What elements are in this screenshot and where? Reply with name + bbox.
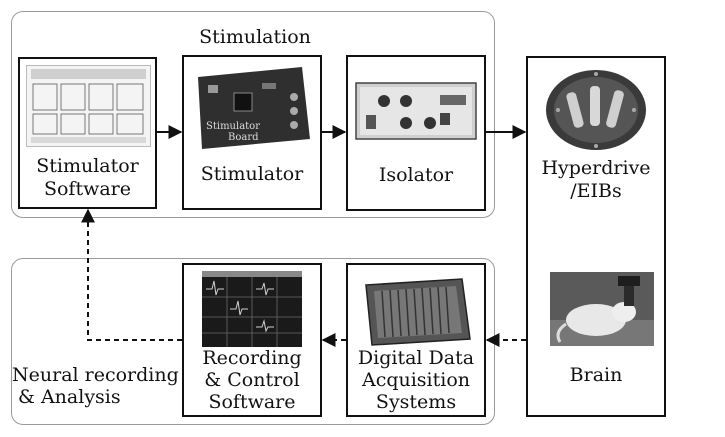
daq-node: Digital Data Acquisition Systems bbox=[346, 263, 486, 417]
recording-software-screenshot bbox=[202, 271, 302, 347]
stimulator-software-node: Stimulator Software bbox=[18, 57, 157, 209]
recording-group-title-line1: Neural recording bbox=[12, 364, 179, 386]
brain-rat-photo bbox=[550, 272, 654, 346]
rat-icon bbox=[550, 272, 654, 346]
stimulator-label: Stimulator bbox=[200, 163, 304, 185]
recording-group-title-line2: & Analysis bbox=[18, 386, 121, 408]
recording-software-label-line3: Software bbox=[208, 391, 296, 413]
circuit-board-icon: Stimulator Board bbox=[198, 67, 310, 149]
recording-software-label-line1: Recording bbox=[202, 347, 302, 369]
recording-software-label-line2: & Control bbox=[204, 369, 300, 391]
stimulator-board-photo: Stimulator Board bbox=[194, 67, 312, 149]
board-text-line1: Stimulator bbox=[206, 121, 260, 132]
isolator-node: Isolator bbox=[346, 55, 486, 211]
stimulator-software-screenshot bbox=[26, 65, 151, 147]
hyperdrive-photo bbox=[544, 66, 648, 152]
daq-label-line1: Digital Data bbox=[357, 347, 475, 369]
stimulator-software-label-line2: Software bbox=[43, 178, 132, 200]
hyperdrive-brain-node: Hyperdrive /EIBs Brain bbox=[526, 56, 666, 417]
oscilloscope-screen-icon bbox=[202, 271, 302, 347]
hyperdrive-icon bbox=[546, 70, 646, 150]
software-ui-icon bbox=[31, 69, 146, 143]
feedback-recording-to-software bbox=[81, 208, 182, 341]
recording-software-node: Recording & Control Software bbox=[182, 263, 322, 417]
isolator-device-icon bbox=[355, 82, 477, 140]
stimulation-group-title: Stimulation bbox=[199, 26, 311, 48]
isolator-photo bbox=[354, 79, 478, 143]
stimulator-node: Stimulator Board Stimulator bbox=[182, 55, 322, 210]
hyperdrive-label-line1: Hyperdrive bbox=[541, 157, 651, 179]
brain-label: Brain bbox=[569, 364, 623, 386]
daq-rack-icon bbox=[365, 278, 471, 346]
daq-photo bbox=[362, 277, 472, 347]
daq-label-line3: Systems bbox=[375, 391, 457, 413]
isolator-label: Isolator bbox=[378, 164, 454, 186]
hyperdrive-label-line2: /EIBs bbox=[570, 180, 622, 202]
daq-label-line2: Acquisition bbox=[361, 369, 471, 391]
board-text-line2: Board bbox=[228, 132, 259, 143]
stimulator-software-label-line1: Stimulator bbox=[36, 155, 139, 177]
